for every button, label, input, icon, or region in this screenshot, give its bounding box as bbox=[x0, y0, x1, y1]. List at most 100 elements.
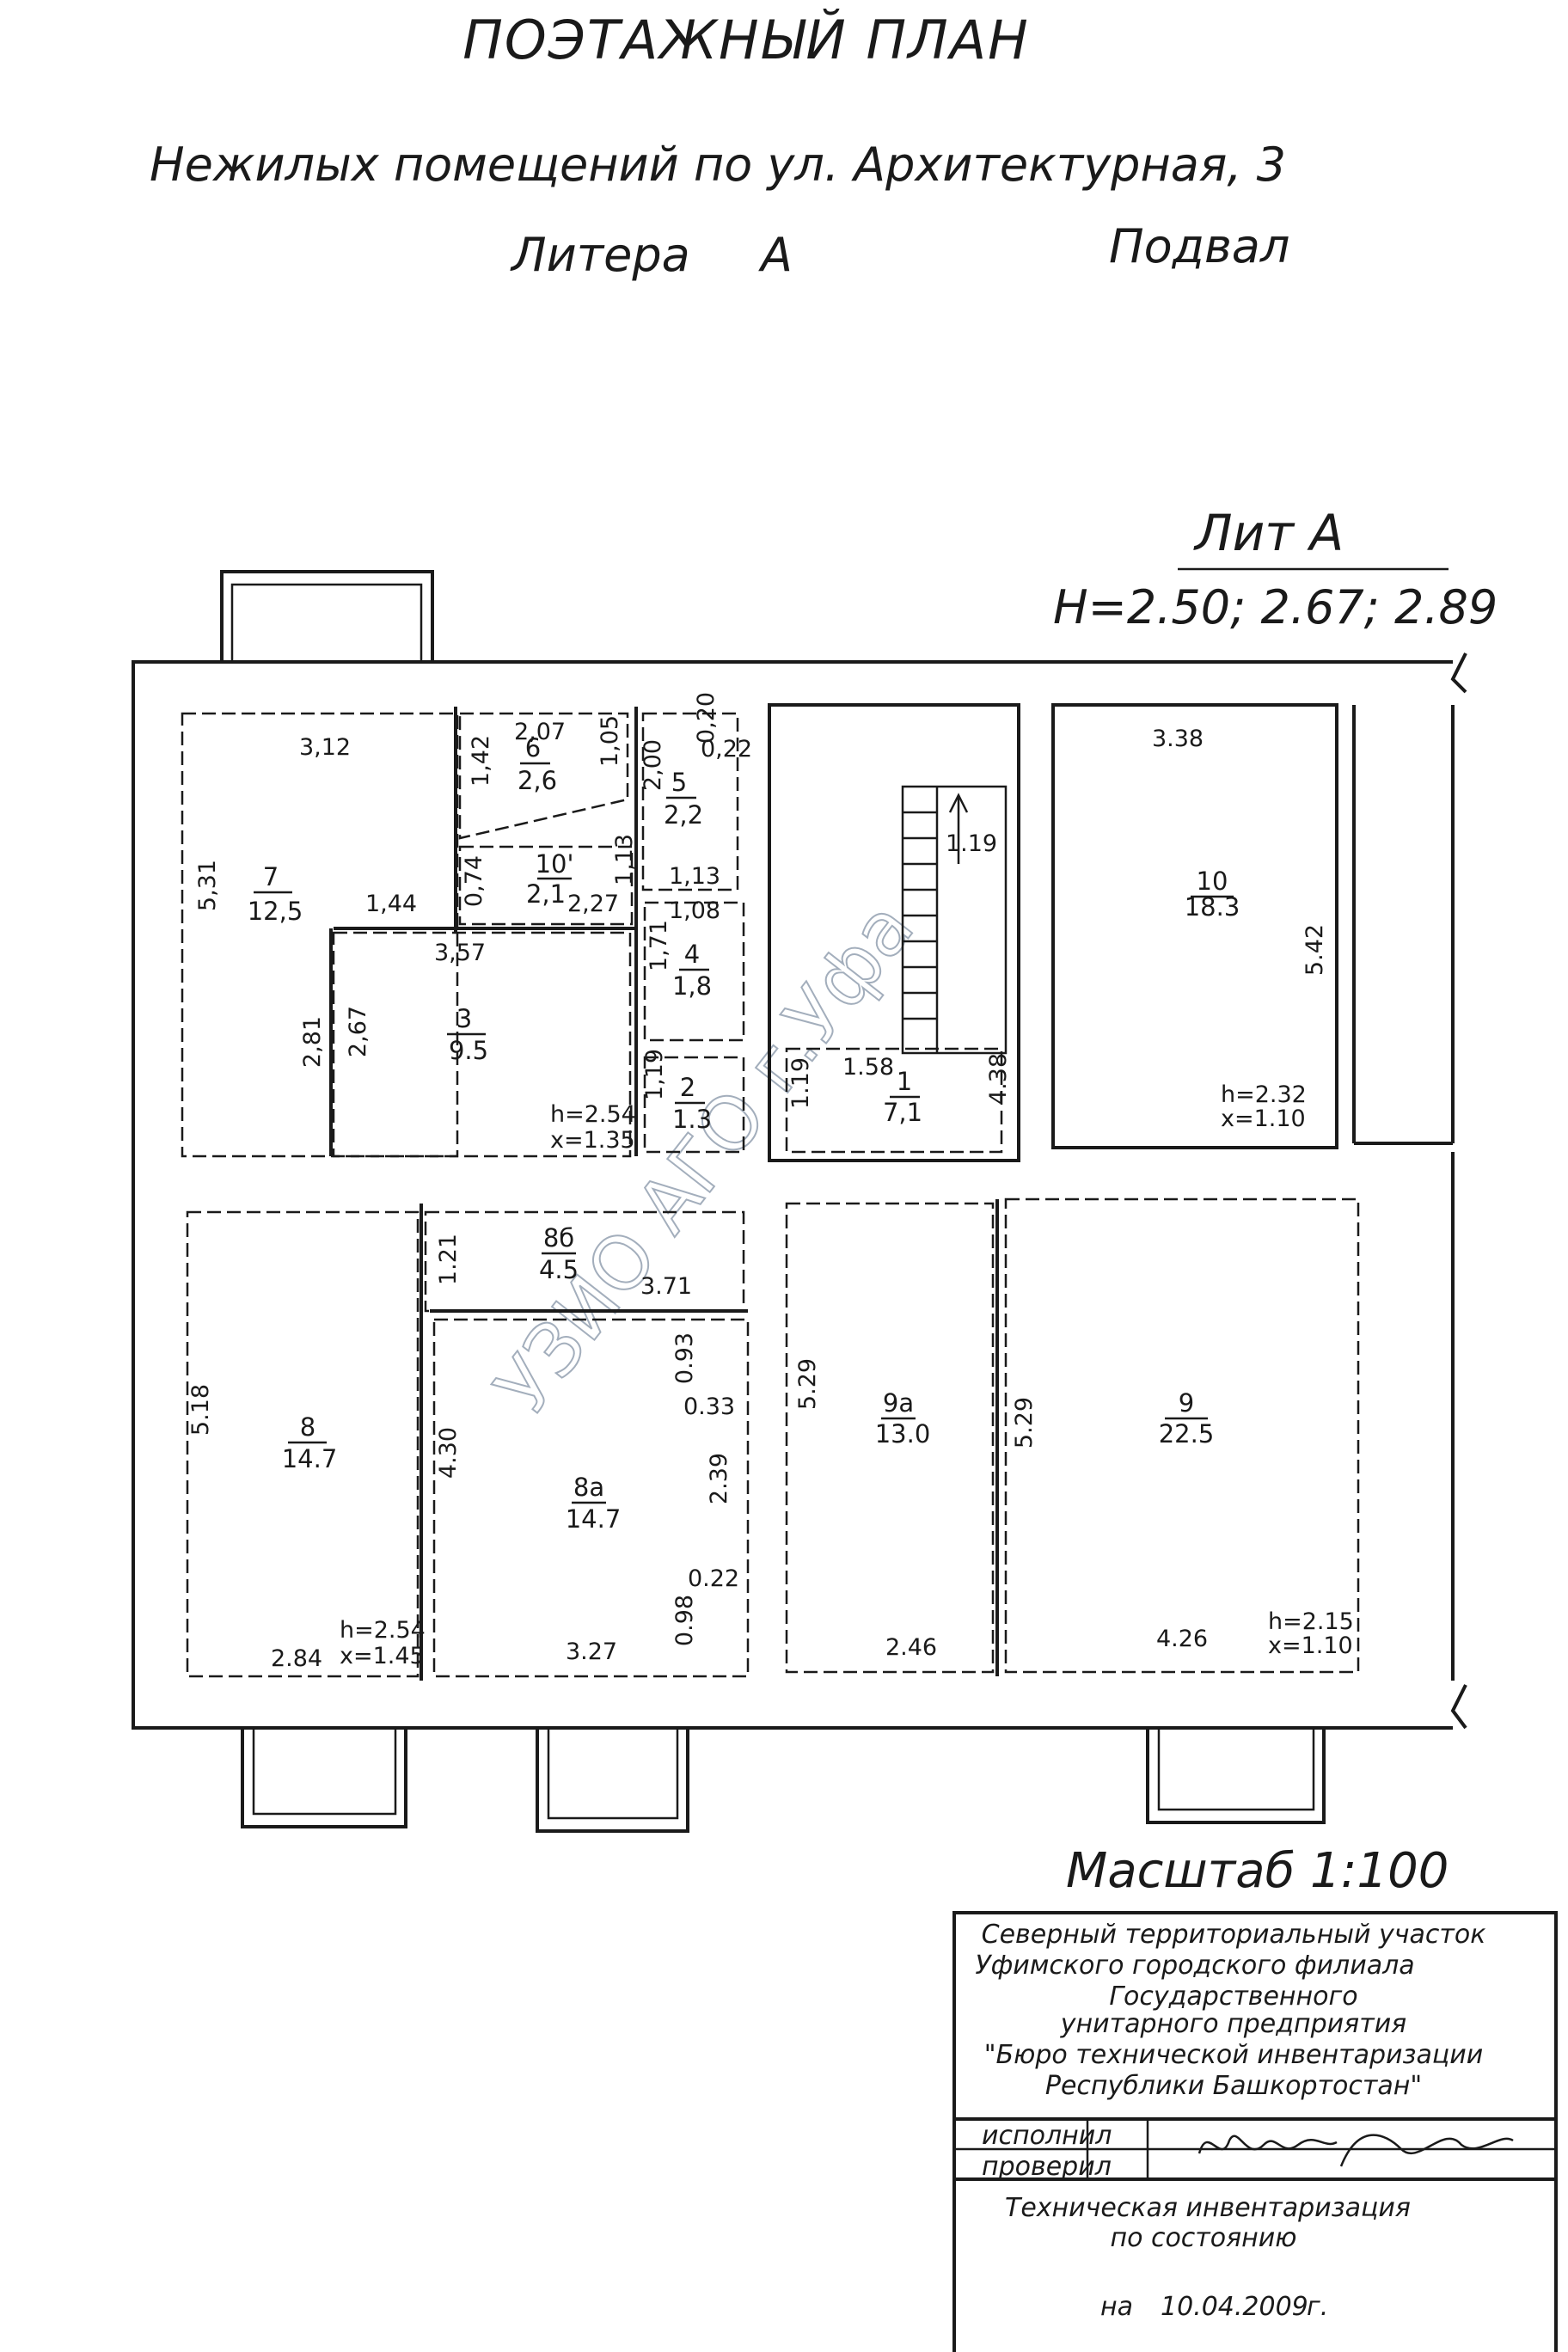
room-3-number: 3 bbox=[456, 1004, 472, 1033]
room-8-height: h=2.54 bbox=[340, 1617, 426, 1644]
room-8a-dim-d: 0.22 bbox=[688, 1565, 739, 1592]
room-1-dim-left: 1.19 bbox=[787, 1057, 814, 1109]
room-walls bbox=[181, 703, 1360, 1681]
room-2-number: 2 bbox=[680, 1073, 695, 1102]
room-9-number: 9 bbox=[1179, 1388, 1194, 1418]
room-8-dim-side: 5.18 bbox=[187, 1384, 214, 1436]
room-10-dim-top: 3.38 bbox=[1152, 726, 1204, 752]
room-3-area: 9.5 bbox=[449, 1036, 488, 1065]
room-2-dim-side: 1,19 bbox=[641, 1049, 668, 1100]
room-3-x: x=1.35 bbox=[550, 1127, 635, 1154]
room-4-area: 1,8 bbox=[672, 971, 712, 1001]
room-10-height: h=2.32 bbox=[1221, 1081, 1307, 1108]
svg-text:УЗИО АГО г.Уфа: УЗИО АГО г.Уфа bbox=[480, 886, 931, 1430]
room-8a-dim-c: 2.39 bbox=[706, 1453, 732, 1504]
room-7-dim-side: 5,31 bbox=[194, 860, 221, 911]
title-block: Северный территориальный участок Уфимско… bbox=[952, 1911, 1558, 2352]
room-8a-dim-e: 0.98 bbox=[671, 1595, 698, 1646]
room-8-x: x=1.45 bbox=[340, 1643, 425, 1669]
room-5-dim-top: 0,20 bbox=[693, 692, 720, 744]
stamp-org-line-4: унитарного предприятия bbox=[1060, 2009, 1406, 2039]
room-10-area: 18.3 bbox=[1185, 892, 1240, 922]
room-1-dim-right: 4.38 bbox=[985, 1053, 1012, 1105]
room-2-area: 1.3 bbox=[672, 1105, 712, 1134]
room-7-area: 12,5 bbox=[248, 897, 303, 926]
room-8a-dim-bottom: 3.27 bbox=[566, 1638, 617, 1665]
liter-value: А bbox=[758, 228, 793, 282]
room-4-dim-side: 1,71 bbox=[646, 920, 672, 971]
room-8b-number: 8б bbox=[543, 1223, 574, 1253]
stamp-date-prefix: на bbox=[1100, 2292, 1133, 2322]
stamp-org-line-6: Республики Башкортостан" bbox=[1045, 2071, 1422, 2101]
stamp-inventory-line-2: по состоянию bbox=[1110, 2223, 1296, 2253]
stamp-date: 10.04.2009 bbox=[1161, 2292, 1308, 2322]
room-9-x: x=1.10 bbox=[1268, 1632, 1353, 1659]
watermark: УЗИО АГО г.Уфа bbox=[479, 885, 932, 1430]
room-6-area: 2,6 bbox=[518, 766, 557, 795]
room-7-number: 7 bbox=[263, 862, 279, 891]
room-5-area: 2,2 bbox=[664, 800, 703, 830]
room-10p-dim-bottom: 2,27 bbox=[567, 891, 619, 917]
room-5-dim-bottom: 1,13 bbox=[669, 863, 720, 890]
room-10-dim-side: 5.42 bbox=[1302, 924, 1328, 976]
stamp-date-suffix: г. bbox=[1307, 2292, 1328, 2322]
stamp-inventory-line-1: Техническая инвентаризация bbox=[1005, 2193, 1411, 2223]
stamp-checked-label: проверил bbox=[982, 2152, 1112, 2182]
room-6-dim-left: 1,42 bbox=[468, 735, 494, 787]
room-10-x: x=1.10 bbox=[1221, 1106, 1306, 1132]
room-5-number: 5 bbox=[671, 768, 687, 797]
room-8-number: 8 bbox=[300, 1412, 315, 1442]
room-9-dim-bottom: 4.26 bbox=[1156, 1626, 1208, 1652]
room-8b-dim-bottom: 3.71 bbox=[640, 1273, 692, 1300]
stamp-executed-label: исполнил bbox=[982, 2121, 1112, 2151]
window-wells bbox=[220, 570, 1326, 1833]
room-4-number: 4 bbox=[684, 940, 700, 969]
room-5-dim-corner: 0,22 bbox=[701, 736, 752, 763]
room-9-dim-side: 5.29 bbox=[1011, 1397, 1038, 1449]
room-5-dim-side: 2,00 bbox=[640, 739, 666, 791]
plan-subtitle: Нежилых помещений по ул. Архитектурная, … bbox=[150, 138, 1286, 192]
room-1-number: 1 bbox=[897, 1067, 912, 1096]
stamp-org-line-2: Уфимского городского филиала bbox=[975, 1951, 1414, 1981]
room-10p-number: 10' bbox=[536, 849, 574, 879]
room-9a-dim-side: 5.29 bbox=[794, 1358, 821, 1410]
room-3-height: h=2.54 bbox=[550, 1101, 636, 1128]
liter-label: Литера bbox=[510, 228, 690, 282]
stamp-org-line-5: "Бюро технической инвентаризации bbox=[984, 2040, 1484, 2070]
room-6-dim-top: 2,07 bbox=[514, 719, 566, 745]
room-9a-number: 9a bbox=[883, 1388, 914, 1418]
plan-title: ПОЭТАЖНЫЙ ПЛАН bbox=[462, 8, 1030, 71]
room-8a-number: 8a bbox=[573, 1473, 604, 1502]
building-outline bbox=[132, 652, 1467, 1730]
room-10p-dim-left: 0,74 bbox=[461, 855, 487, 907]
room-7-dim-top: 3,12 bbox=[299, 734, 351, 761]
room-3-dim-outer: 2,81 bbox=[299, 1016, 326, 1068]
room-8b-dim-side: 1.21 bbox=[435, 1234, 462, 1285]
room-3-dim-top: 3,57 bbox=[434, 940, 486, 966]
room-1-dim-stair: 1.19 bbox=[946, 830, 997, 857]
room-1-area: 7,1 bbox=[883, 1098, 922, 1127]
signature bbox=[1197, 2134, 1514, 2167]
room-9a-area: 13.0 bbox=[875, 1419, 931, 1449]
room-9a-dim-bottom: 2.46 bbox=[885, 1634, 937, 1661]
room-8-area: 14.7 bbox=[282, 1444, 338, 1473]
room-6-number: 6 bbox=[525, 733, 541, 763]
stamp-org-line-3: Государственного bbox=[1109, 1981, 1357, 2012]
room-8a-dim-left: 4.30 bbox=[435, 1427, 462, 1479]
stamp-org-line-1: Северный территориальный участок bbox=[982, 1920, 1486, 1950]
room-8a-area: 14.7 bbox=[566, 1504, 622, 1534]
heights-label: H=2.50; 2.67; 2.89 bbox=[1053, 580, 1498, 634]
room-9-area: 22.5 bbox=[1159, 1419, 1215, 1449]
room-8a-dim-b: 0.33 bbox=[683, 1393, 735, 1420]
room-1-dim-top: 1.58 bbox=[842, 1054, 894, 1081]
room-6-dim-right: 1,05 bbox=[597, 715, 623, 767]
room-10-number: 10 bbox=[1197, 867, 1228, 896]
room-8-dim-bottom: 2.84 bbox=[271, 1645, 322, 1672]
room-10p-area: 2,1 bbox=[526, 879, 566, 909]
lit-label: Лит А bbox=[1193, 504, 1344, 562]
room-8a-dim-a: 0.93 bbox=[671, 1332, 698, 1384]
room-3-dim-inner: 2,67 bbox=[345, 1006, 371, 1057]
room-8b-area: 4.5 bbox=[539, 1255, 579, 1284]
room-10p-dim-right: 1,13 bbox=[611, 834, 638, 885]
